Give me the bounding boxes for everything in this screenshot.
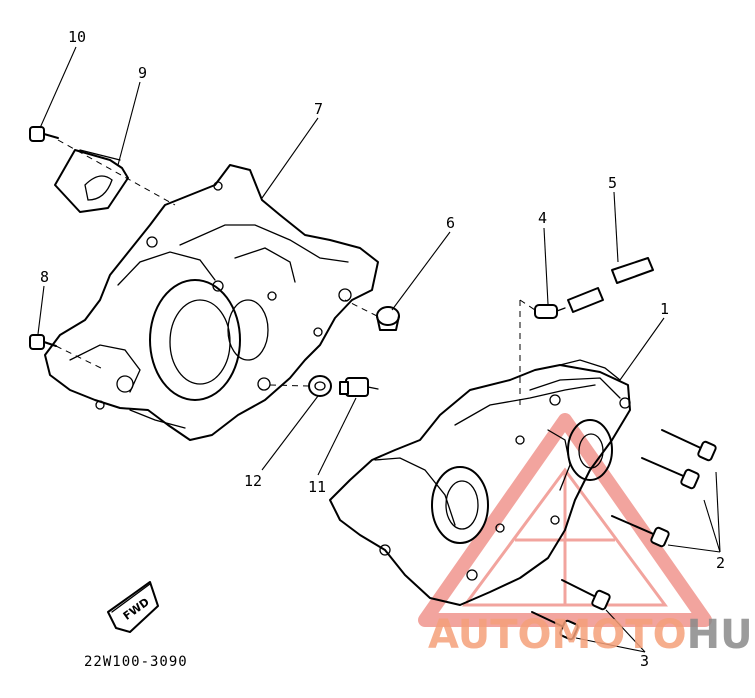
watermark-hub: HUB [687, 612, 755, 658]
screw-part-8 [29, 334, 57, 350]
leader-lines [37, 46, 721, 653]
callout-3: 3 [640, 652, 649, 670]
callout-11: 11 [308, 478, 326, 496]
callout-7: 7 [314, 100, 323, 118]
watermark-logo: AUTOMOTOHUB [428, 612, 755, 658]
forward-direction-badge: FWD [107, 581, 159, 633]
bolt-part-2b [641, 457, 700, 490]
callout-12: 12 [244, 472, 262, 490]
callout-4: 4 [538, 209, 547, 227]
right-crankcase-half [329, 359, 631, 606]
svg-text:AUTOMOTOHUB: AUTOMOTOHUB [428, 612, 755, 658]
callout-1: 1 [660, 300, 669, 318]
watermark-triangle [418, 413, 712, 627]
dowel-part-5a [567, 287, 604, 313]
bolt-part-2c [611, 515, 670, 548]
drawing-code: 22W100-3090 [84, 654, 188, 670]
bolt-part-3b [531, 611, 579, 641]
bolt-part-2a [661, 429, 717, 462]
dowel-part-5b [611, 257, 654, 284]
bolt-part-3a [561, 579, 611, 611]
callout-5: 5 [608, 174, 617, 192]
callout-6: 6 [446, 214, 455, 232]
bearing-retainer-plate [54, 149, 129, 213]
dowel-pin-part-6 [376, 306, 400, 331]
drain-plug-part-11 [339, 377, 379, 397]
callout-2: 2 [716, 554, 725, 572]
left-crankcase-half [44, 164, 379, 441]
callout-9: 9 [138, 64, 147, 82]
callout-8: 8 [40, 268, 49, 286]
washer-part-12 [308, 375, 332, 397]
pin-part-4 [534, 304, 566, 319]
watermark-auto: AUTO [428, 612, 552, 658]
watermark-moto: MOTO [552, 612, 687, 658]
screw-part-10 [29, 126, 59, 142]
callout-10: 10 [68, 28, 86, 46]
